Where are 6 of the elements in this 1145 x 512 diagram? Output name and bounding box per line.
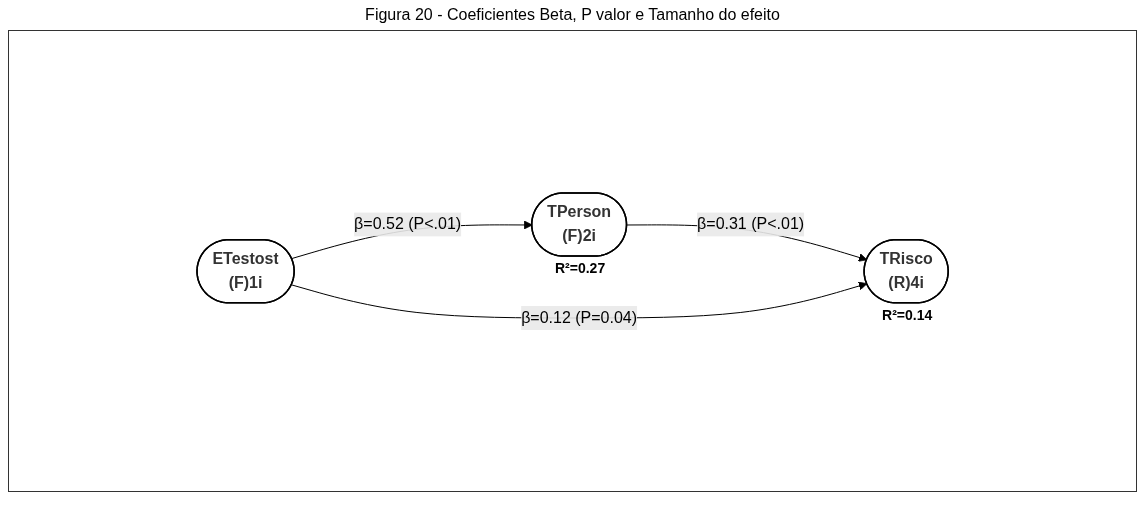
r-squared-label: R²=0.27: [555, 260, 606, 277]
edge-label: β=0.31 (P<.01): [696, 215, 805, 232]
r-squared-label: R²=0.14: [882, 307, 933, 324]
edge-label: β=0.52 (P<.01): [354, 215, 462, 232]
figure-title: Figura 20 - Coeficientes Beta, P valor e Tamanho do efeito: [364, 6, 781, 24]
edge-label: β=0.12 (P=0.04): [521, 308, 637, 326]
